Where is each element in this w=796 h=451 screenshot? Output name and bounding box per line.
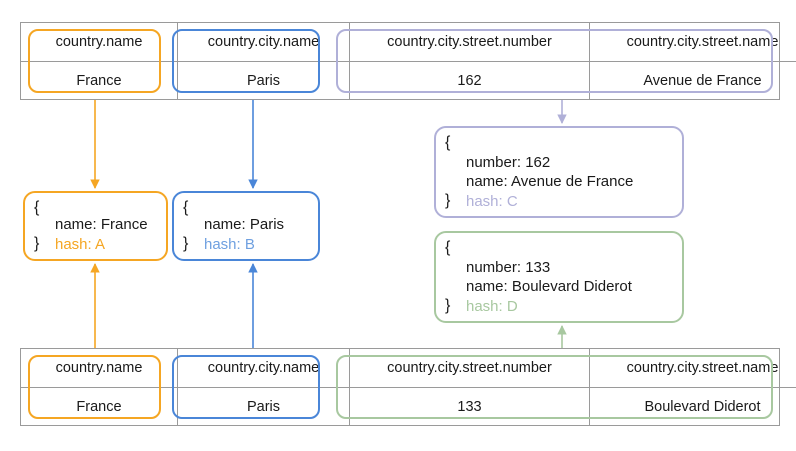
field-hash: hash: B [204,235,255,253]
bottom-value-street-name: Boulevard Diderot [589,387,796,426]
node-fields: name: France hash: A [55,215,160,254]
table-row: country.name country.city.name country.c… [21,349,796,388]
field-hash: hash: C [466,192,518,210]
table-row: France Paris 133 Boulevard Diderot [21,387,796,426]
bottom-header-street-number: country.city.street.number [349,349,590,388]
brace-close-icon: } [183,235,189,253]
field-number: number: 133 [466,258,551,276]
table-row: France Paris 162 Avenue de France [21,61,796,100]
top-value-city-name: Paris [177,61,350,100]
bottom-value-street-number: 133 [349,387,590,426]
node-fields: number: 133 name: Boulevard Diderot hash… [466,258,676,317]
node-city-paris: { } name: Paris hash: B [172,191,320,261]
top-table: country.name country.city.name country.c… [21,23,796,100]
top-value-street-number: 162 [349,61,590,100]
top-header-city-name: country.city.name [177,23,350,62]
top-record-table: country.name country.city.name country.c… [20,22,796,100]
bottom-header-city-name: country.city.name [177,349,350,388]
node-fields: name: Paris hash: B [204,215,312,254]
bottom-header-country-name: country.name [21,349,178,388]
field-name: name: Boulevard Diderot [466,278,632,295]
field-hash: hash: A [55,235,106,253]
table-row: country.name country.city.name country.c… [21,23,796,62]
brace-open-icon: { [445,134,451,151]
top-value-street-name: Avenue de France [589,61,796,100]
node-country-france: { } name: France hash: A [23,191,168,261]
field-name: name: Paris [204,216,285,233]
top-value-country-name: France [21,61,178,100]
field-number: number: 162 [466,153,551,171]
top-header-street-number: country.city.street.number [349,23,590,62]
brace-close-icon: } [34,235,40,253]
node-fields: number: 162 name: Avenue de France hash:… [466,153,676,212]
brace-close-icon: } [445,297,451,315]
field-name: name: Avenue de France [466,173,634,190]
field-hash: hash: D [466,297,518,315]
bottom-value-country-name: France [21,387,178,426]
top-header-country-name: country.name [21,23,178,62]
bottom-value-city-name: Paris [177,387,350,426]
brace-open-icon: { [183,199,189,216]
bottom-table: country.name country.city.name country.c… [21,349,796,426]
brace-open-icon: { [445,239,451,256]
top-header-street-name: country.city.street.name [589,23,796,62]
bottom-header-street-name: country.city.street.name [589,349,796,388]
brace-close-icon: } [445,192,451,210]
node-street-avenue: { } number: 162 name: Avenue de France h… [434,126,684,218]
field-name: name: France [55,216,148,233]
bottom-record-table: country.name country.city.name country.c… [20,348,796,426]
brace-open-icon: { [34,199,40,216]
node-street-boulevard: { } number: 133 name: Boulevard Diderot … [434,231,684,323]
